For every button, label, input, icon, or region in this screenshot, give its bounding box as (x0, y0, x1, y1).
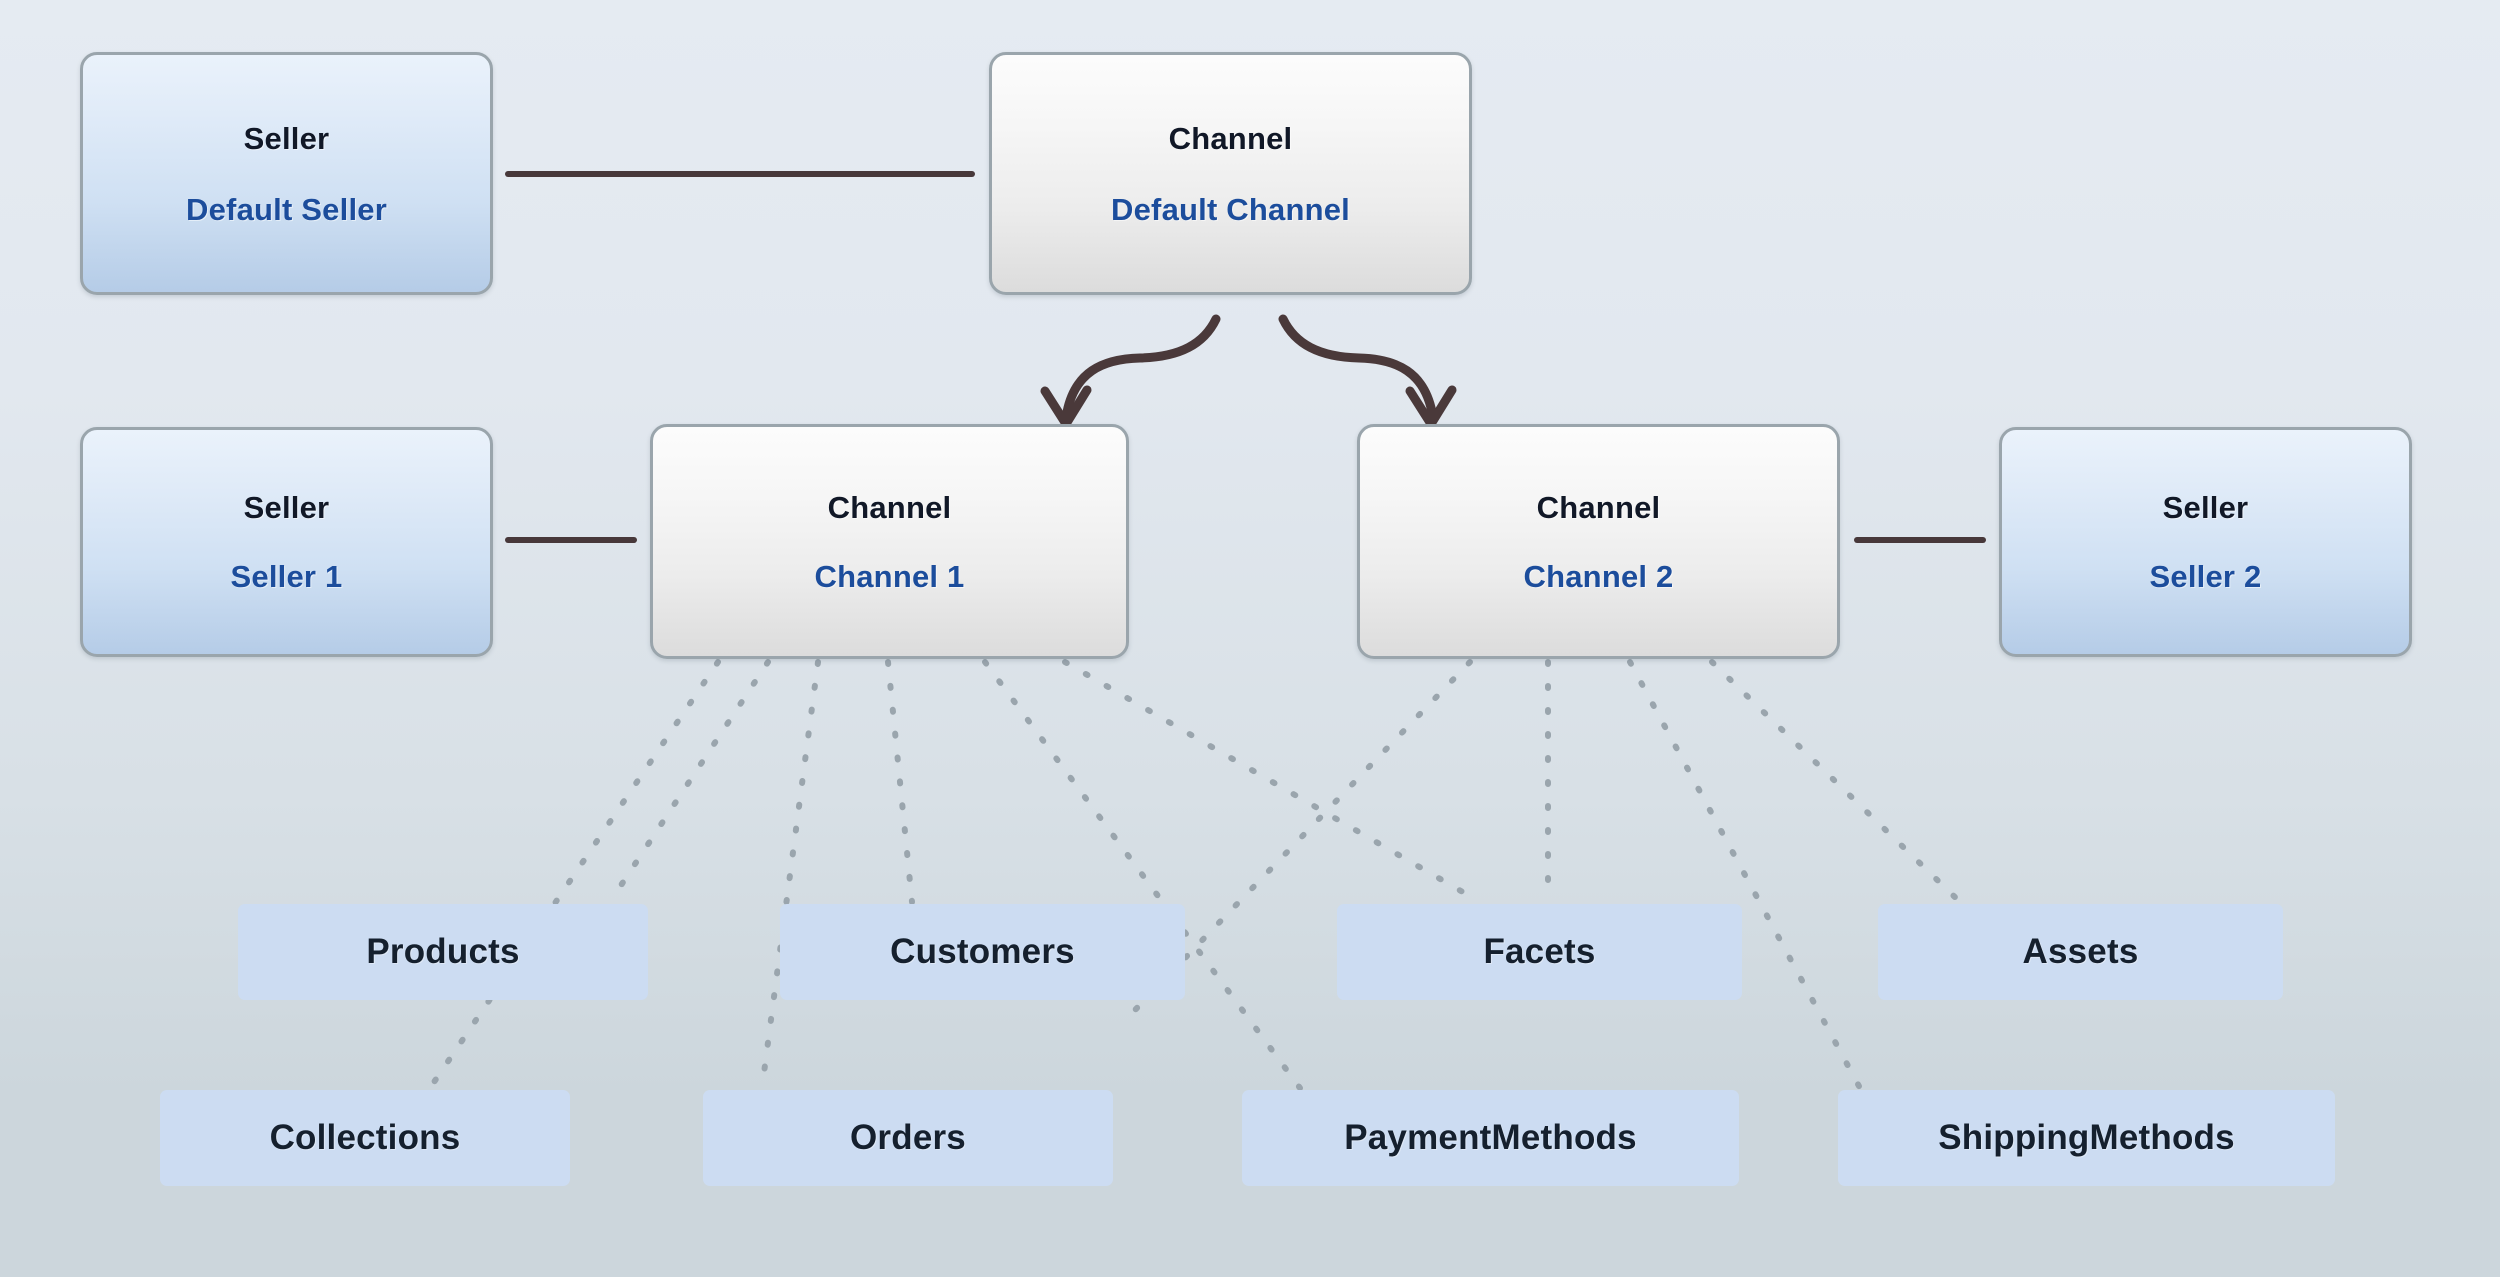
entity-chip-label: PaymentMethods (1344, 1118, 1637, 1157)
node-name-label: Default Channel (1111, 191, 1350, 227)
arrow-default-channel-to-channel-1 (1040, 314, 1221, 429)
node-type-label: Seller (2162, 490, 2249, 525)
entity-chip-customers[interactable]: Customers (780, 904, 1185, 1000)
node-name-label: Seller 2 (2149, 559, 2262, 594)
node-seller-1[interactable]: Seller Seller 1 (80, 427, 493, 657)
dotted-channel1-facets (1062, 659, 1483, 905)
entity-chip-payment-methods[interactable]: PaymentMethods (1242, 1090, 1739, 1186)
node-name-label: Channel 2 (1523, 558, 1674, 594)
node-seller-2[interactable]: Seller Seller 2 (1999, 427, 2412, 657)
node-type-label: Channel (1168, 120, 1293, 156)
dotted-channel1-paymentmethods (982, 659, 1303, 1091)
node-channel-1[interactable]: Channel Channel 1 (650, 424, 1129, 659)
node-type-label: Channel (827, 489, 952, 525)
dotted-channel2-shippingmethods (1627, 659, 1863, 1091)
dotted-channel1-customers (885, 659, 915, 905)
entity-chip-shipping-methods[interactable]: ShippingMethods (1838, 1090, 2335, 1186)
node-channel-2[interactable]: Channel Channel 2 (1357, 424, 1840, 659)
dotted-connectors-channel-1 (427, 659, 1483, 1091)
dotted-channel2-assets (1709, 659, 1963, 905)
node-default-seller[interactable]: Seller Default Seller (80, 52, 493, 295)
arrow-default-channel-to-channel-2 (1278, 314, 1457, 429)
dotted-connectors-channel-2 (1132, 659, 1963, 1091)
node-type-label: Channel (1536, 489, 1661, 525)
entity-chip-products[interactable]: Products (238, 904, 648, 1000)
curved-arrow-connectors (1040, 314, 1457, 429)
dotted-channel1-products (607, 659, 771, 905)
dotted-channel1-collections (427, 659, 721, 1091)
node-name-label: Seller 1 (230, 559, 343, 594)
entity-chip-label: Assets (2022, 932, 2139, 971)
entity-chip-orders[interactable]: Orders (703, 1090, 1113, 1186)
node-name-label: Default Seller (186, 191, 387, 227)
entity-chip-label: Orders (850, 1118, 966, 1157)
dotted-channel1-orders (759, 659, 821, 1091)
node-type-label: Seller (243, 120, 330, 156)
entity-chip-collections[interactable]: Collections (160, 1090, 570, 1186)
entity-chip-label: Customers (890, 932, 1075, 971)
entity-chip-assets[interactable]: Assets (1878, 904, 2283, 1000)
node-name-label: Channel 1 (814, 558, 965, 594)
entity-chip-label: Products (366, 932, 520, 971)
entity-chip-label: Facets (1483, 932, 1596, 971)
node-default-channel[interactable]: Channel Default Channel (989, 52, 1472, 295)
node-type-label: Seller (243, 490, 330, 525)
entity-chip-label: Collections (269, 1118, 461, 1157)
entity-chip-label: ShippingMethods (1938, 1118, 2235, 1157)
entity-chip-facets[interactable]: Facets (1337, 904, 1742, 1000)
